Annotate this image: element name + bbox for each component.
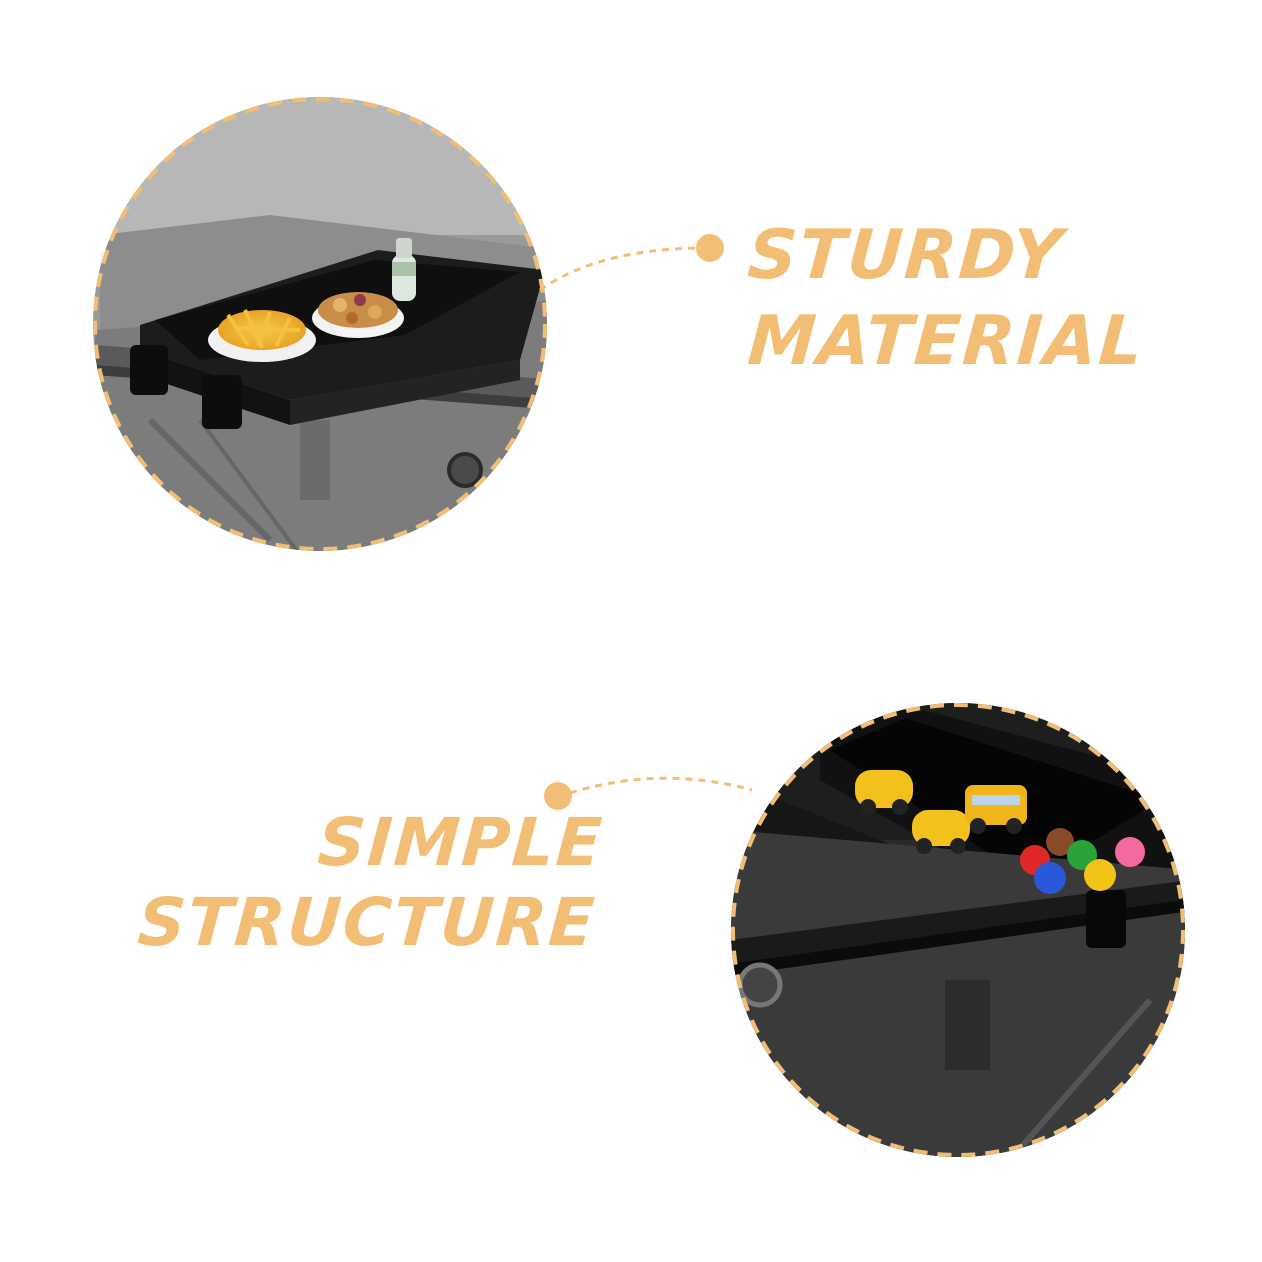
connector-line-bottom <box>569 776 753 795</box>
feature-title-line2: MATERIAL <box>745 302 1148 381</box>
connector-dot-top <box>696 234 724 262</box>
feature-title-line1: SIMPLE <box>315 804 607 881</box>
feature-title-line2: STRUCTURE <box>135 884 599 961</box>
dashed-ring-top <box>93 97 547 551</box>
connector-line-top <box>539 246 707 292</box>
connector-dot-bottom <box>544 782 572 810</box>
dashed-ring-bottom <box>731 703 1185 1157</box>
photo-sturdy-material <box>93 97 547 551</box>
photo-simple-structure <box>731 703 1185 1157</box>
feature-title-line1: STURDY <box>745 216 1067 295</box>
